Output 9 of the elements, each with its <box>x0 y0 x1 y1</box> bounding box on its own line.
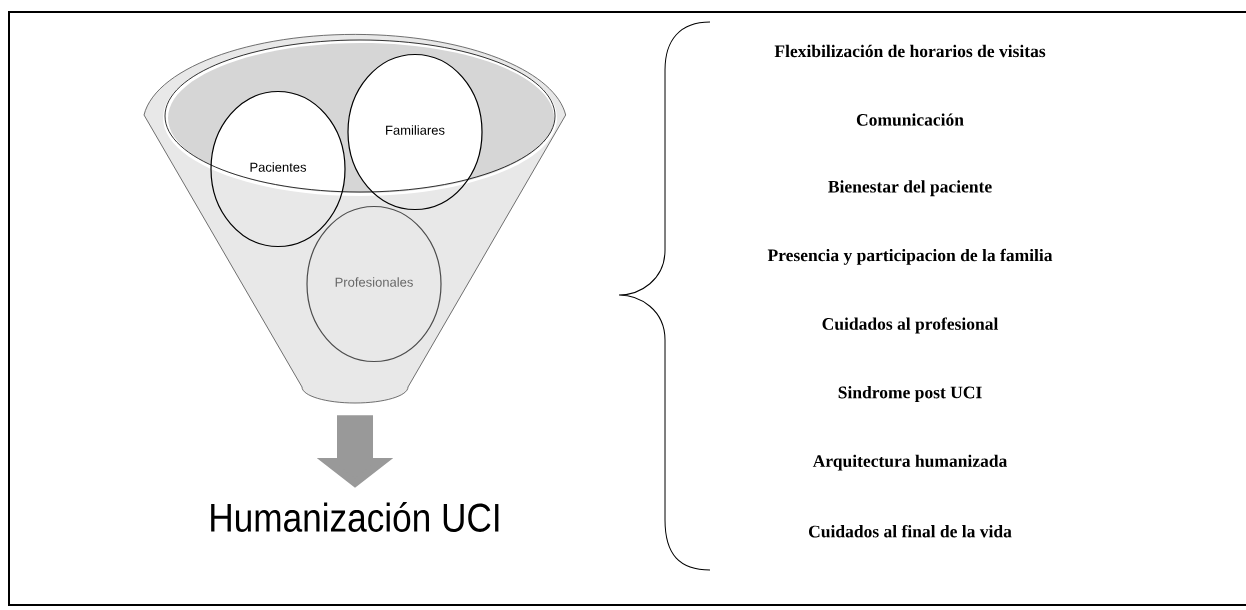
list-item: Comunicación <box>856 113 964 126</box>
list-item: Cuidados al profesional <box>822 317 999 334</box>
list-item: Bienestar del paciente <box>828 180 992 197</box>
list-item: Flexibilización de horarios de visitas <box>774 44 1046 58</box>
heading: Humanización UCI <box>211 502 499 532</box>
list-item: Presencia y participacion de la familia <box>767 248 1053 265</box>
list-item: Sindrome post UCI <box>838 386 982 402</box>
list-item: Arquitectura humanizada <box>812 454 1008 471</box>
list-item: Cuidados al final de la vida <box>809 524 1012 538</box>
